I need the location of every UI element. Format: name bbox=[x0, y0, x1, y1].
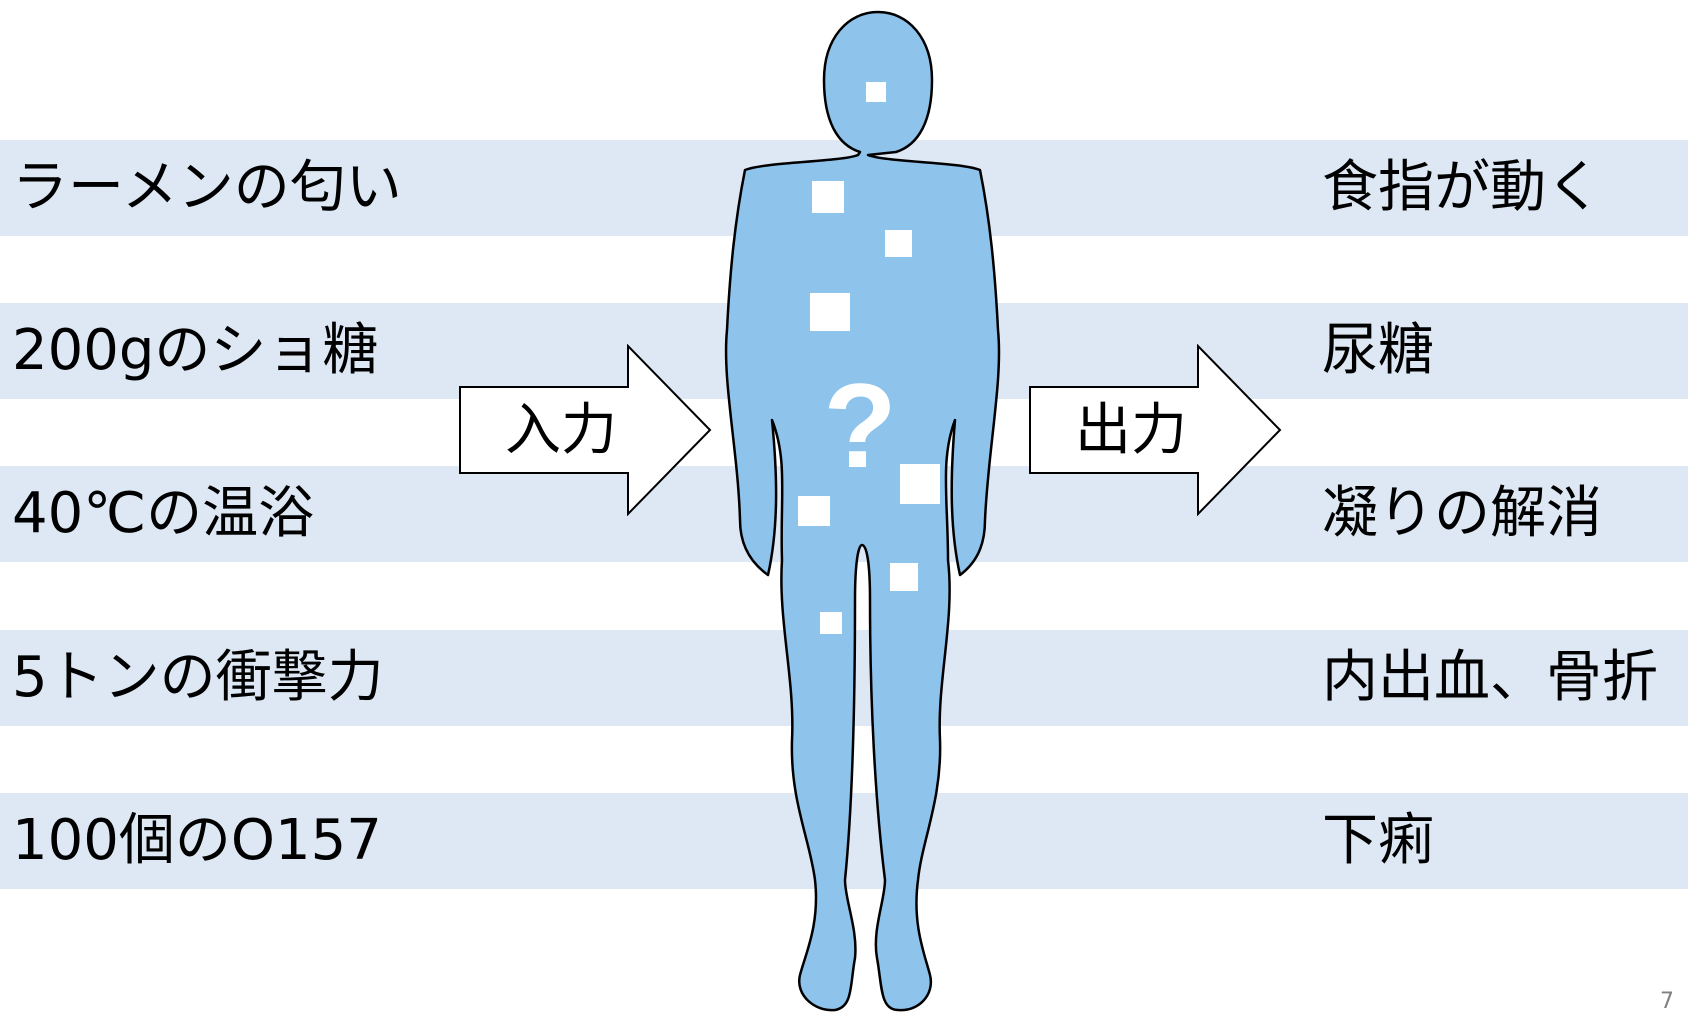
white-square-5 bbox=[900, 464, 940, 504]
input-arrow-icon bbox=[459, 344, 712, 516]
white-square-2 bbox=[812, 181, 844, 213]
white-square-6 bbox=[798, 496, 830, 526]
input-item-5: 100個のO157 bbox=[12, 808, 382, 873]
white-square-7 bbox=[890, 563, 918, 591]
output-item-3: 凝りの解消 bbox=[1322, 481, 1602, 546]
input-item-2: 200gのショ糖 bbox=[12, 318, 379, 383]
input-item-4: 5トンの衝撃力 bbox=[12, 645, 384, 710]
white-square-3 bbox=[885, 230, 912, 257]
output-item-5: 下痢 bbox=[1322, 808, 1434, 873]
output-item-2: 尿糖 bbox=[1322, 318, 1434, 383]
white-square-8 bbox=[820, 612, 842, 634]
human-body-silhouette bbox=[724, 10, 1001, 1012]
input-item-1: ラーメンの匂い bbox=[12, 155, 402, 220]
input-item-3: 40℃の温浴 bbox=[12, 481, 315, 546]
output-item-1: 食指が動く bbox=[1322, 155, 1602, 220]
slide-number: 7 bbox=[1660, 989, 1674, 1014]
white-square-1 bbox=[866, 82, 886, 102]
white-square-4 bbox=[810, 293, 850, 331]
output-arrow-label: 出力 bbox=[1075, 398, 1187, 463]
question-mark: ? bbox=[823, 359, 896, 493]
output-item-4: 内出血、骨折 bbox=[1322, 645, 1658, 710]
output-arrow-icon bbox=[1029, 344, 1282, 516]
input-arrow-label: 入力 bbox=[505, 398, 617, 463]
